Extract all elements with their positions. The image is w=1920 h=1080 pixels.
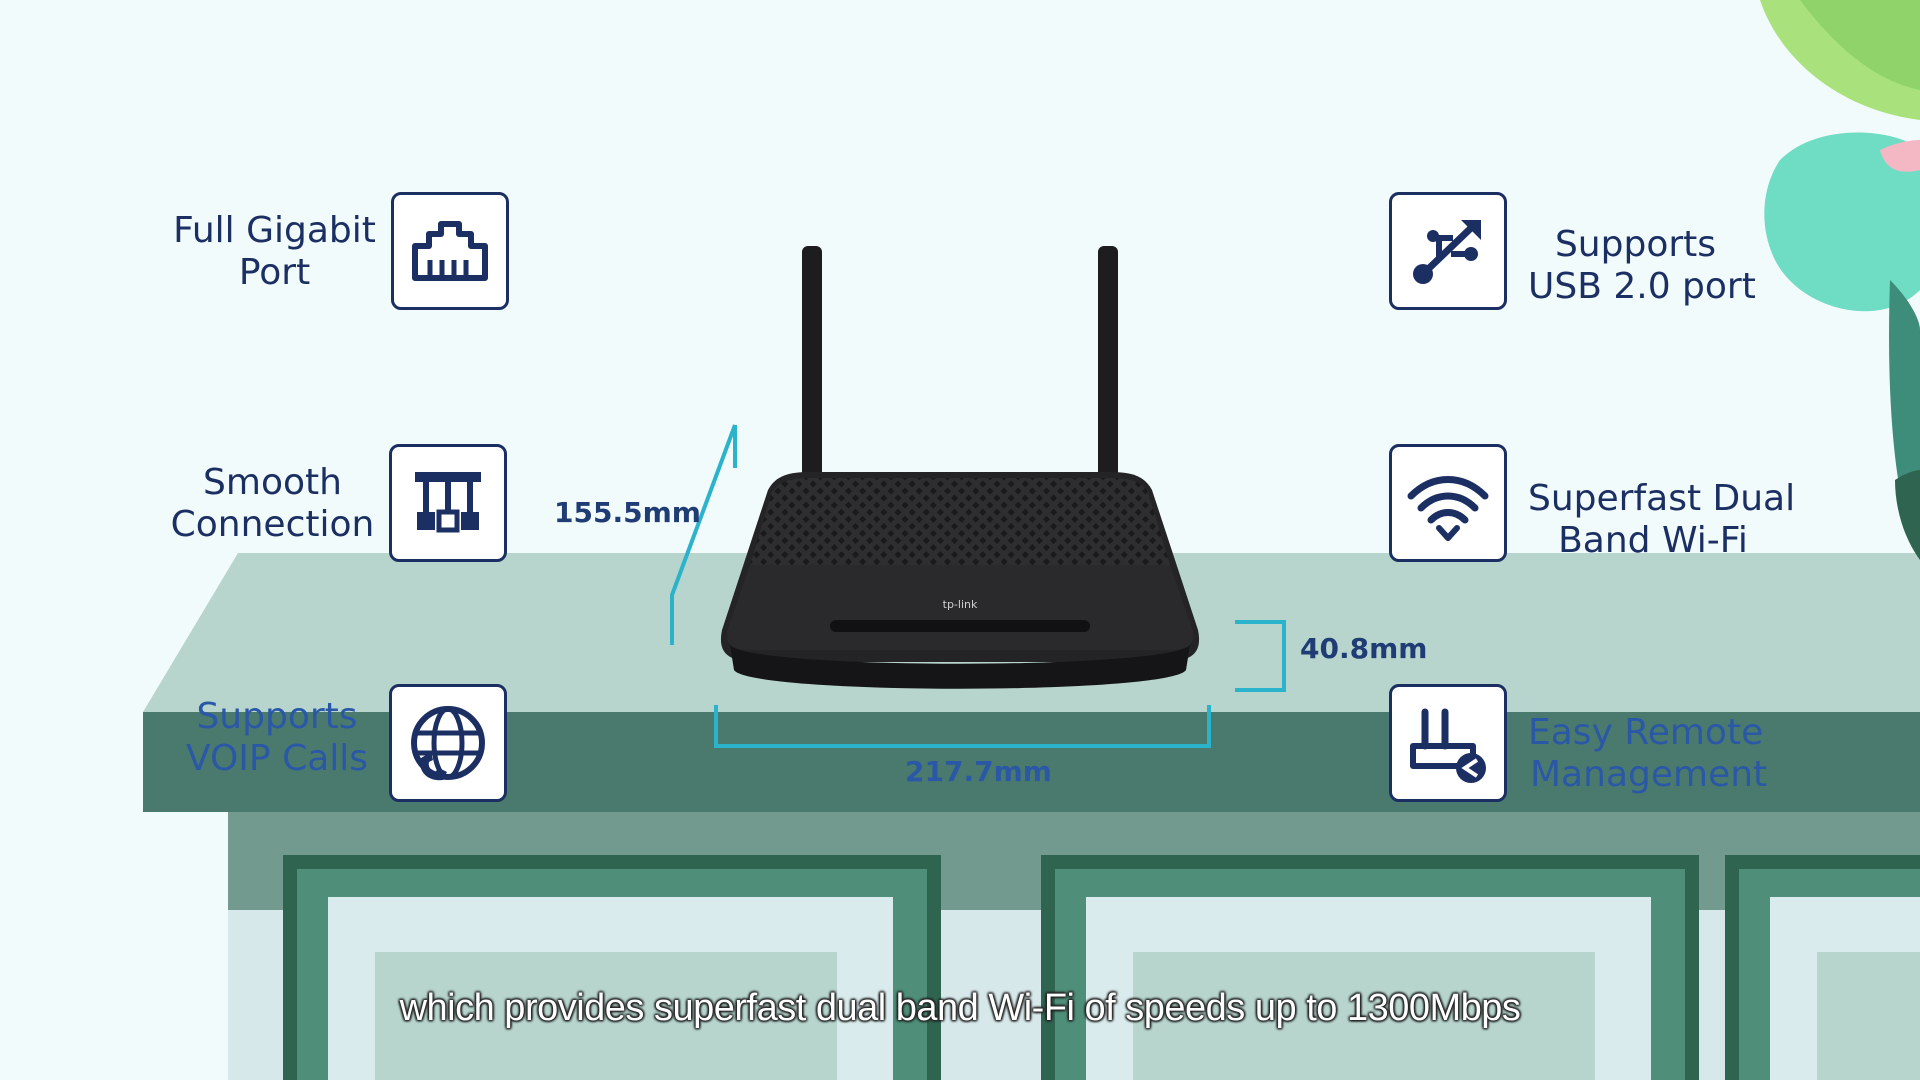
- feature-smooth-connection: Smooth Connection: [170, 462, 375, 545]
- cabinet-doors: [283, 855, 1920, 1080]
- feature-dual-band-wifi: Superfast Dual Band Wi-Fi: [1528, 478, 1796, 561]
- network-topology-icon: [389, 444, 507, 562]
- router-antennas: [802, 246, 1118, 486]
- width-dimension-label: 217.7mm: [905, 755, 1052, 788]
- feature-remote-management: Easy Remote Management: [1528, 712, 1768, 795]
- feature-full-gigabit-port: Full Gigabit Port: [173, 210, 376, 293]
- feature-usb-port: Supports USB 2.0 port: [1528, 224, 1756, 307]
- depth-dimension-label: 155.5mm: [554, 496, 701, 529]
- plant-decoration: [1760, 0, 1920, 560]
- usb-icon: [1389, 192, 1507, 310]
- feature-voip-calls: Supports VOIP Calls: [185, 696, 369, 779]
- globe-phone-icon: [389, 684, 507, 802]
- ethernet-port-icon: [391, 192, 509, 310]
- router-brand-logo: tp-link: [943, 598, 978, 611]
- wifi-icon: [1389, 444, 1507, 562]
- video-caption: which provides superfast dual band Wi-Fi…: [399, 987, 1521, 1029]
- height-dimension-label: 40.8mm: [1300, 632, 1428, 665]
- router-remote-icon: [1389, 684, 1507, 802]
- router-image: tp-link: [720, 246, 1200, 689]
